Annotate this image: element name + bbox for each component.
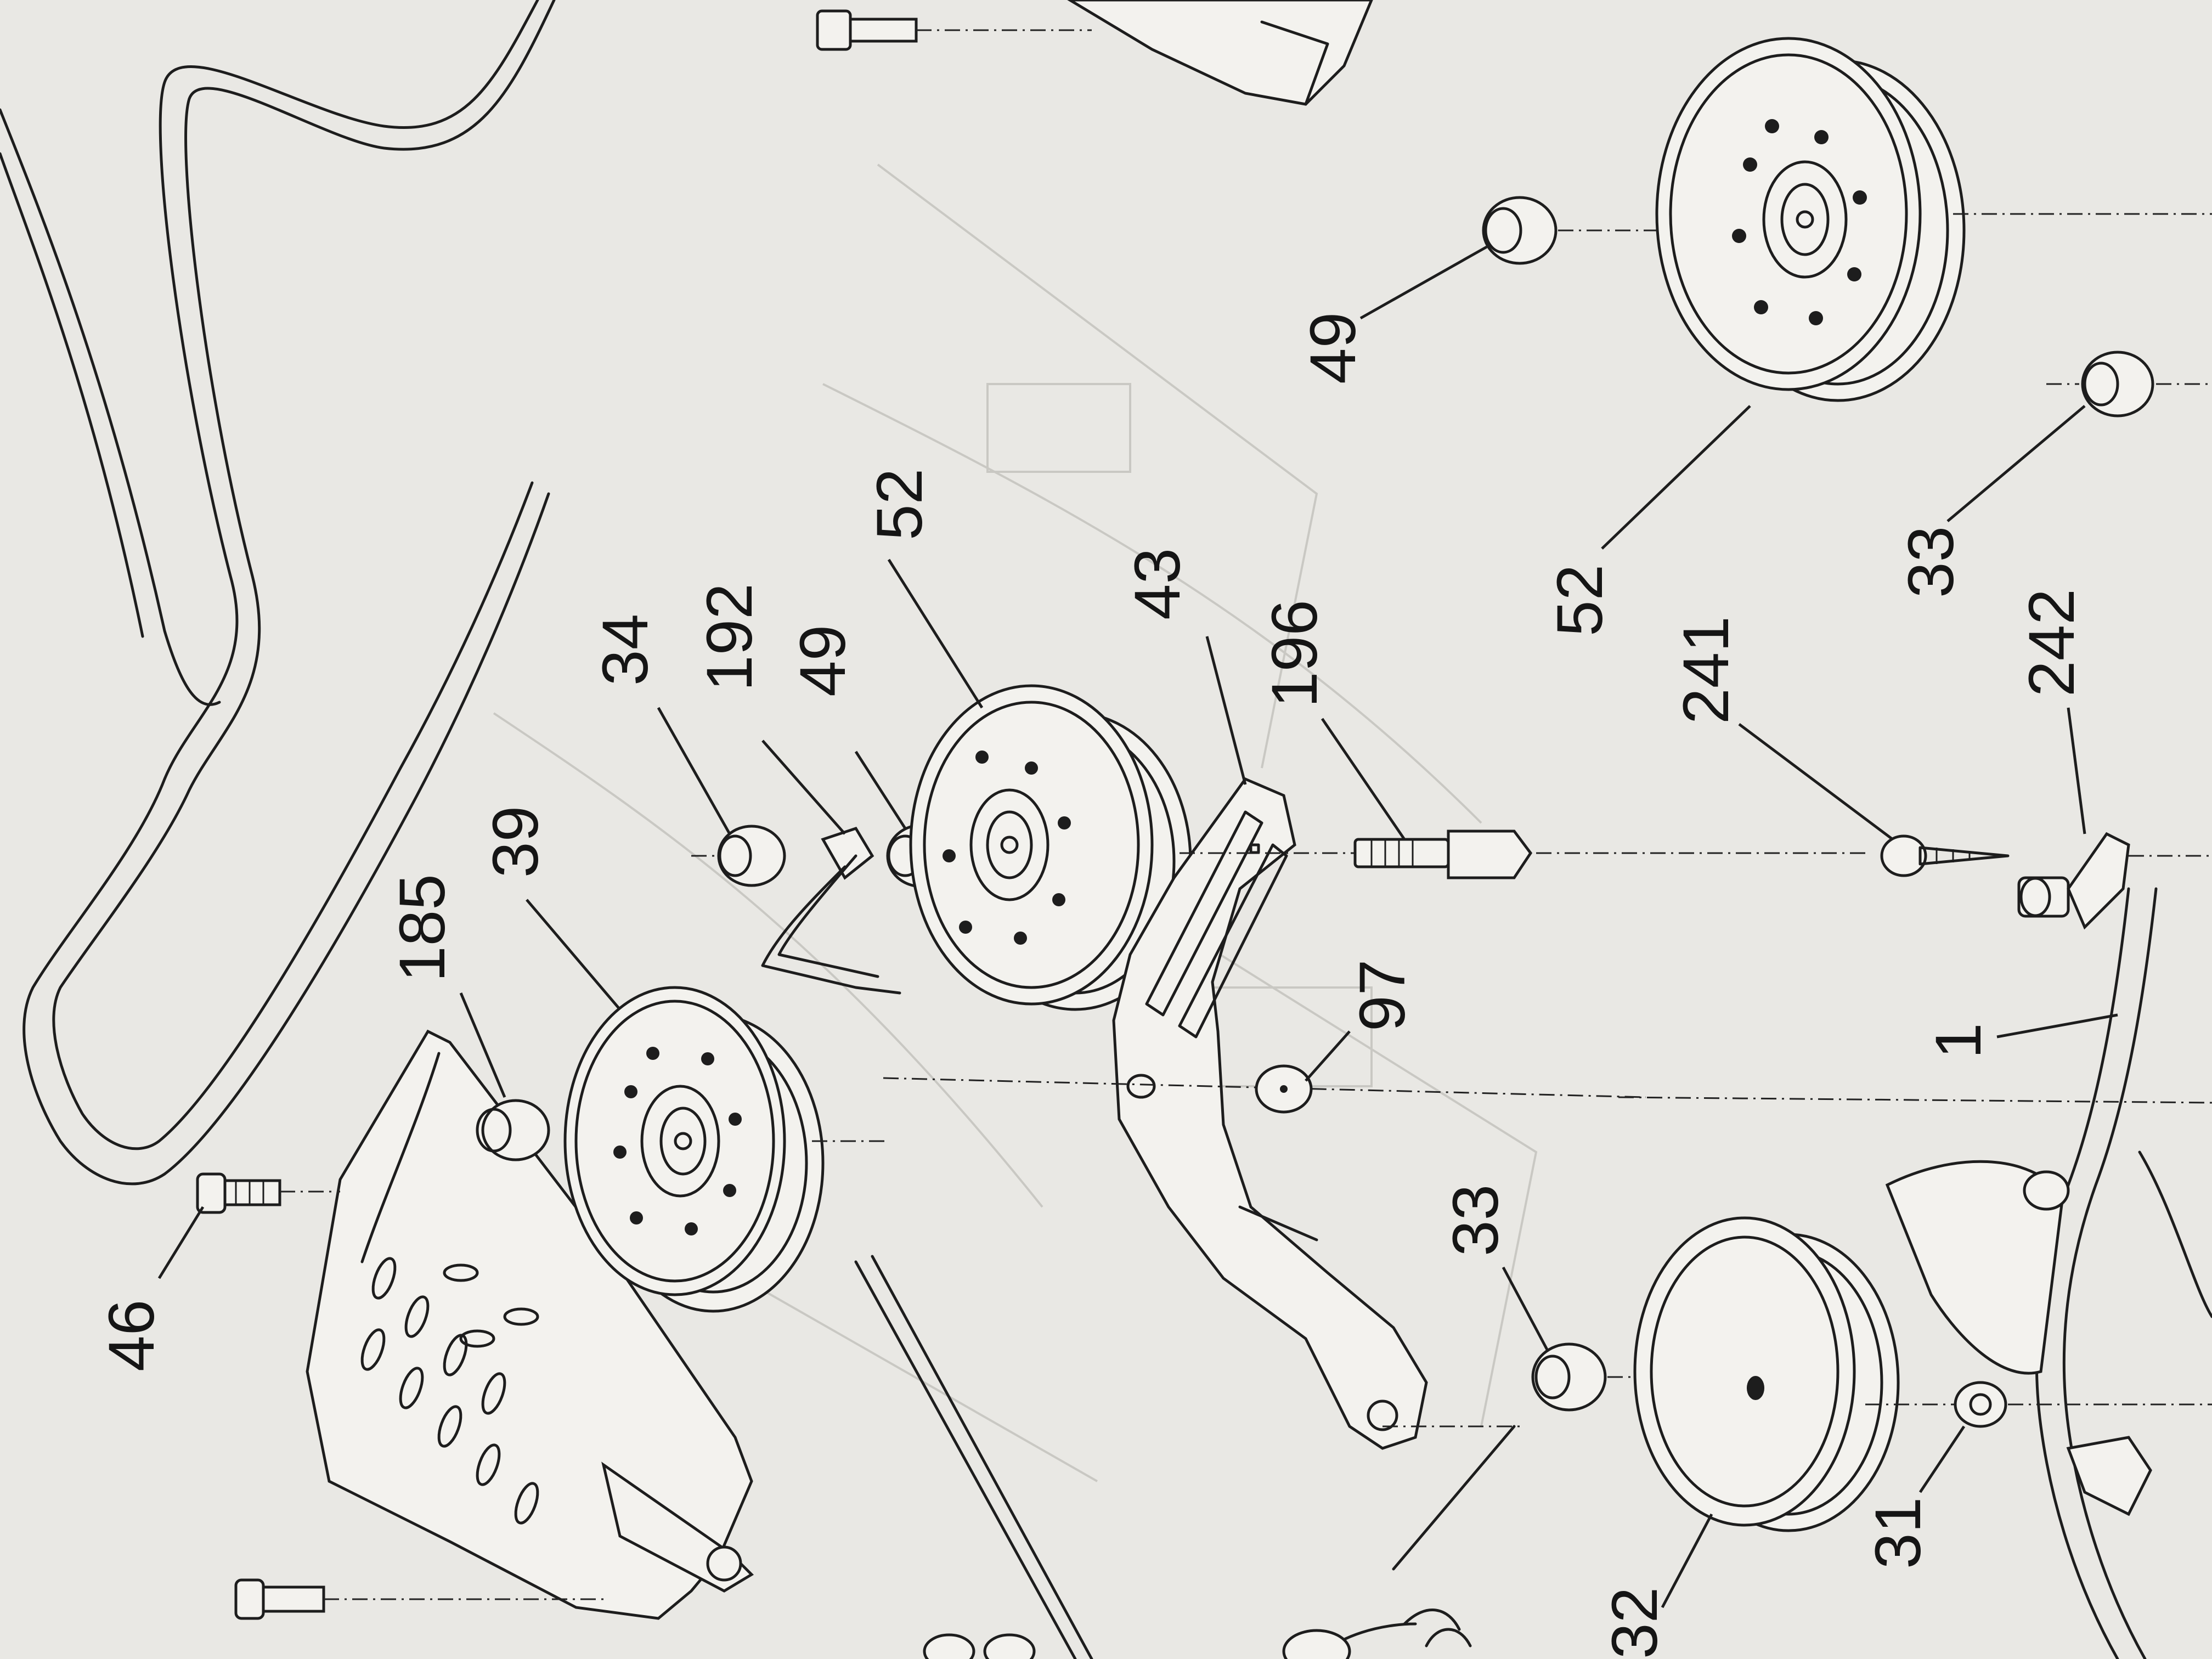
part-label-52b: 52 xyxy=(1544,565,1616,636)
part-label-97: 97 xyxy=(1346,960,1419,1031)
part-label-31: 31 xyxy=(1862,1497,1934,1569)
part-label-241: 241 xyxy=(1670,616,1742,724)
part-label-192: 192 xyxy=(693,583,766,691)
idler-pulley-52a xyxy=(909,684,1192,1011)
screw-241 xyxy=(1880,834,2010,877)
pulley-holes xyxy=(1732,119,1867,325)
part-label-46: 46 xyxy=(95,1300,168,1372)
clip-242 xyxy=(2017,832,2212,930)
bolt-46 xyxy=(196,1172,340,1214)
axis-1 xyxy=(1618,1096,2212,1104)
spacer-192 xyxy=(761,826,901,995)
part-labels: 46 185 39 34 192 49 52 43 196 97 49 52 3… xyxy=(95,312,2088,1659)
part-label-33a: 33 xyxy=(1895,526,1967,598)
pulley-holes xyxy=(613,1047,742,1235)
top-bracket xyxy=(1067,0,1373,106)
part-label-52a: 52 xyxy=(864,469,936,540)
nut-33b xyxy=(1531,1342,1607,1412)
pulley-holes xyxy=(943,751,1071,945)
top-bolt xyxy=(816,9,1092,51)
washer-31 xyxy=(1954,1381,2212,1428)
drive-belt xyxy=(0,0,556,1186)
deck-housing-1 xyxy=(1885,887,2212,1659)
part-label-185: 185 xyxy=(386,874,459,982)
nut-49b xyxy=(1482,196,1558,265)
part-label-32: 32 xyxy=(1599,1587,1671,1659)
guide-slots xyxy=(360,1257,539,1525)
idler-pulley-39 xyxy=(563,986,889,1313)
part-label-39: 39 xyxy=(479,806,552,878)
part-label-242: 242 xyxy=(2016,589,2088,697)
part-label-1: 1 xyxy=(1922,1023,1995,1059)
part-label-33b: 33 xyxy=(1440,1184,1512,1256)
idler-arm-43 xyxy=(1112,777,1428,1450)
spring xyxy=(1315,1425,1525,1659)
bottom-hardware xyxy=(923,1629,1351,1659)
nut-33a xyxy=(2046,351,2212,417)
leader-lines xyxy=(157,245,2118,1609)
bolt-lower xyxy=(234,1578,603,1620)
part-label-43: 43 xyxy=(1121,548,1194,620)
background-ghost-lines xyxy=(493,163,1538,1482)
part-label-49a: 49 xyxy=(787,625,859,697)
deck-pulley-32 xyxy=(1633,1216,1975,1532)
part-label-196: 196 xyxy=(1259,600,1331,708)
nut-34 xyxy=(717,825,786,887)
part-label-49b: 49 xyxy=(1297,312,1369,384)
bolt-196 xyxy=(1353,830,1533,879)
part-label-34: 34 xyxy=(589,614,662,686)
washer-97 xyxy=(1255,1064,1313,1114)
idler-pulley-52b xyxy=(1655,37,2212,402)
nut-185 xyxy=(476,1099,550,1161)
tension-rod xyxy=(854,1255,1093,1659)
